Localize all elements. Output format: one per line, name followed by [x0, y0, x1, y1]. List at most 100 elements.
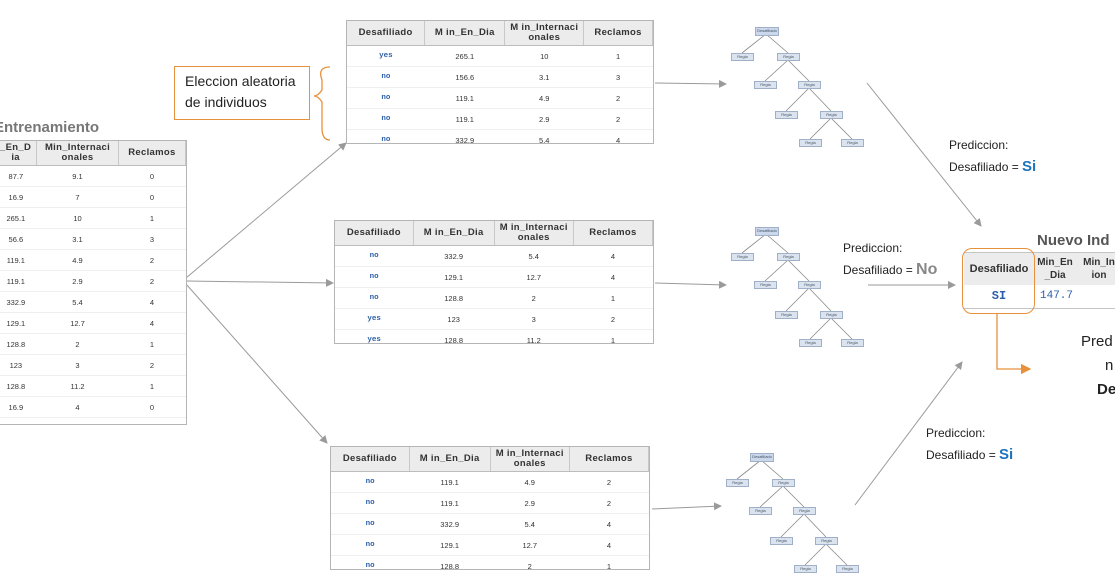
prediction-1-prefix: Desafiliado =	[949, 160, 1023, 174]
final-line-1: Pred	[1081, 333, 1113, 350]
sample1-header-3: Reclamos	[583, 21, 653, 46]
sample3-cell: 5.4	[490, 513, 570, 535]
tree-leaf-node: Regla	[815, 537, 838, 545]
sample1-cell: 265.1	[424, 45, 505, 67]
sample1-cell: 156.6	[424, 66, 505, 88]
brace	[313, 66, 331, 141]
training-header-2: Reclamos	[118, 141, 186, 166]
sample3-cell: 4	[569, 513, 649, 535]
arrow-to-tree-2	[654, 280, 727, 289]
sample3-cell: 128.8	[409, 555, 491, 569]
tree-leaf-node: Regla	[798, 81, 821, 89]
sample1-cell: 3.1	[504, 66, 584, 88]
new-individual-table: Desafiliado Min_En _Dia Min_In ion SI 14…	[964, 252, 1115, 309]
arrow-pred-1	[866, 82, 982, 227]
training-cell: 0	[118, 396, 186, 418]
sample1-cell: 3	[583, 66, 653, 88]
training-cell: 2	[118, 249, 186, 271]
arrow-to-tree-1	[654, 79, 727, 88]
sample3-cell: 332.9	[409, 513, 491, 535]
training-cell: 0	[118, 417, 186, 424]
sample2-cell: yes	[335, 329, 414, 343]
arrow-pred-3	[854, 361, 963, 506]
tree-leaf-label: Regla	[781, 312, 792, 317]
tree-root-node: Desafiliado	[755, 227, 779, 236]
training-cell: 128.8	[0, 375, 37, 397]
arrow-to-sample-3	[185, 283, 328, 444]
sample3-header-0: Desafiliado	[331, 447, 410, 472]
training-cell: 1	[118, 375, 186, 397]
tree-leaf-node: Regla	[820, 111, 843, 119]
training-cell: 9.1	[36, 165, 119, 187]
training-header-0: _En_D ia	[0, 141, 38, 166]
sample1-cell: 2	[583, 87, 653, 109]
sample3-cell: no	[331, 513, 410, 535]
training-cell: 3.1	[36, 228, 119, 250]
training-cell: 10	[36, 207, 119, 229]
tree-leaf-label: Regla	[760, 282, 771, 287]
sample2-cell: 5.4	[494, 245, 574, 267]
tree-leaf-label: Regla	[755, 508, 766, 513]
sample3-cell: 129.1	[409, 534, 491, 556]
new-ind-cell-0: SI	[991, 289, 1007, 303]
sample3-cell: 1	[569, 555, 649, 569]
prediction-2: Prediccion: Desafiliado = No	[843, 237, 937, 281]
tree-leaf-node: Regla	[777, 53, 800, 61]
tree-leaf-node: Regla	[775, 311, 798, 319]
training-cell: 4.9	[36, 249, 119, 271]
final-line-3: De	[1097, 381, 1115, 398]
new-ind-cell-1: 147.7	[1040, 290, 1074, 302]
sample1-cell: no	[347, 66, 425, 88]
tree-leaf-label: Regla	[826, 312, 837, 317]
tree-leaf-label: Regla	[842, 566, 853, 571]
sample1-cell: 332.9	[424, 129, 505, 143]
training-cell: 265.1	[0, 207, 37, 229]
tree-edges	[741, 233, 853, 340]
sample2-cell: no	[335, 266, 414, 288]
tree-edges	[736, 459, 848, 566]
sample1-header-1: M in_En_Dia	[424, 21, 506, 46]
sample2-header-1: M in_En_Dia	[413, 221, 495, 246]
sample2-cell: 128.8	[413, 287, 495, 309]
arrow-to-sample-2	[185, 278, 334, 287]
sample2-cell: 4	[573, 266, 653, 288]
tree-leaf-label: Regla	[799, 508, 810, 513]
training-cell: 1	[118, 333, 186, 355]
training-cell: 1	[118, 207, 186, 229]
sample2-cell: 129.1	[413, 266, 495, 288]
sample2-cell: 12.7	[494, 266, 574, 288]
training-cell: 16.9	[0, 186, 37, 208]
prediction-3-value: Si	[999, 446, 1014, 463]
tree-leaf-node: Regla	[731, 253, 754, 261]
sample1-cell: 4	[583, 129, 653, 143]
sample2-cell: 332.9	[413, 245, 495, 267]
sample3-header-1: M in_En_Dia	[409, 447, 491, 472]
prediction-3-prefix: Desafiliado =	[926, 448, 1000, 462]
tree-leaf-label: Regla	[778, 480, 789, 485]
sample2-header-0: Desafiliado	[335, 221, 414, 246]
training-title: Entrenamiento	[0, 119, 100, 136]
tree-leaf-label: Regla	[804, 282, 815, 287]
tree-leaf-node: Regla	[799, 339, 822, 347]
tree-leaf-node: Regla	[726, 479, 749, 487]
